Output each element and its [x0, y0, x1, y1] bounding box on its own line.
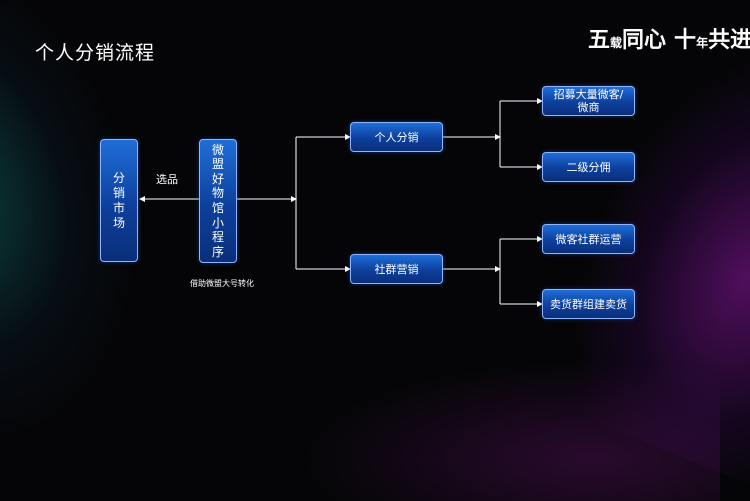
node-market-char: 销: [112, 185, 125, 200]
node-miniapp-char: 物: [211, 186, 224, 201]
node-group-sell-label: 卖货群组建卖货: [550, 298, 627, 311]
node-personal-label: 个人分销: [374, 131, 419, 144]
node-wechat-ops-label: 微客社群运营: [555, 233, 622, 246]
slide-title: 个人分销流程: [35, 42, 156, 64]
node-community-label: 社群营销: [374, 263, 419, 276]
brand-char-small: 载: [610, 36, 623, 50]
node-recruit-label-line2: 微商: [577, 101, 600, 114]
node-community: 社群营销: [350, 254, 443, 284]
node-miniapp-char: 好: [211, 171, 224, 186]
node-commission: 二级分佣: [542, 152, 635, 182]
node-wechat-ops: 微客社群运营: [542, 224, 635, 254]
edge-label-convert: 借助微盟大号转化: [190, 279, 254, 288]
node-miniapp-char: 程: [211, 230, 224, 245]
brand-char: 十: [674, 27, 697, 53]
node-recruit-label-line1: 招募大量微客/: [553, 87, 624, 101]
brand-logo: 五载同心十年共进: [588, 22, 750, 54]
brand-text: 同心: [622, 27, 667, 53]
node-market-char: 场: [112, 215, 125, 230]
node-recruit: 招募大量微客/ 微商: [542, 86, 635, 116]
brand-char-small: 年: [696, 36, 709, 50]
connector-lines: [139, 98, 543, 307]
node-miniapp-char: 盟: [211, 157, 224, 172]
brand-text: 共进: [708, 27, 750, 53]
node-group-sell: 卖货群组建卖货: [542, 289, 635, 319]
brand-char: 五: [588, 27, 611, 53]
edge-label-select: 选品: [156, 173, 178, 186]
node-miniapp: 微 盟 好 物 馆 小 程 序: [199, 139, 237, 263]
node-personal: 个人分销: [350, 122, 443, 152]
node-market-char: 市: [112, 200, 125, 215]
node-miniapp-char: 小: [211, 215, 224, 230]
node-miniapp-char: 微: [211, 142, 224, 157]
node-market-char: 分: [112, 170, 125, 185]
node-commission-label: 二级分佣: [566, 161, 611, 174]
node-miniapp-char: 馆: [211, 201, 224, 215]
node-market: 分 销 市 场: [100, 139, 138, 262]
node-miniapp-char: 序: [211, 244, 224, 259]
